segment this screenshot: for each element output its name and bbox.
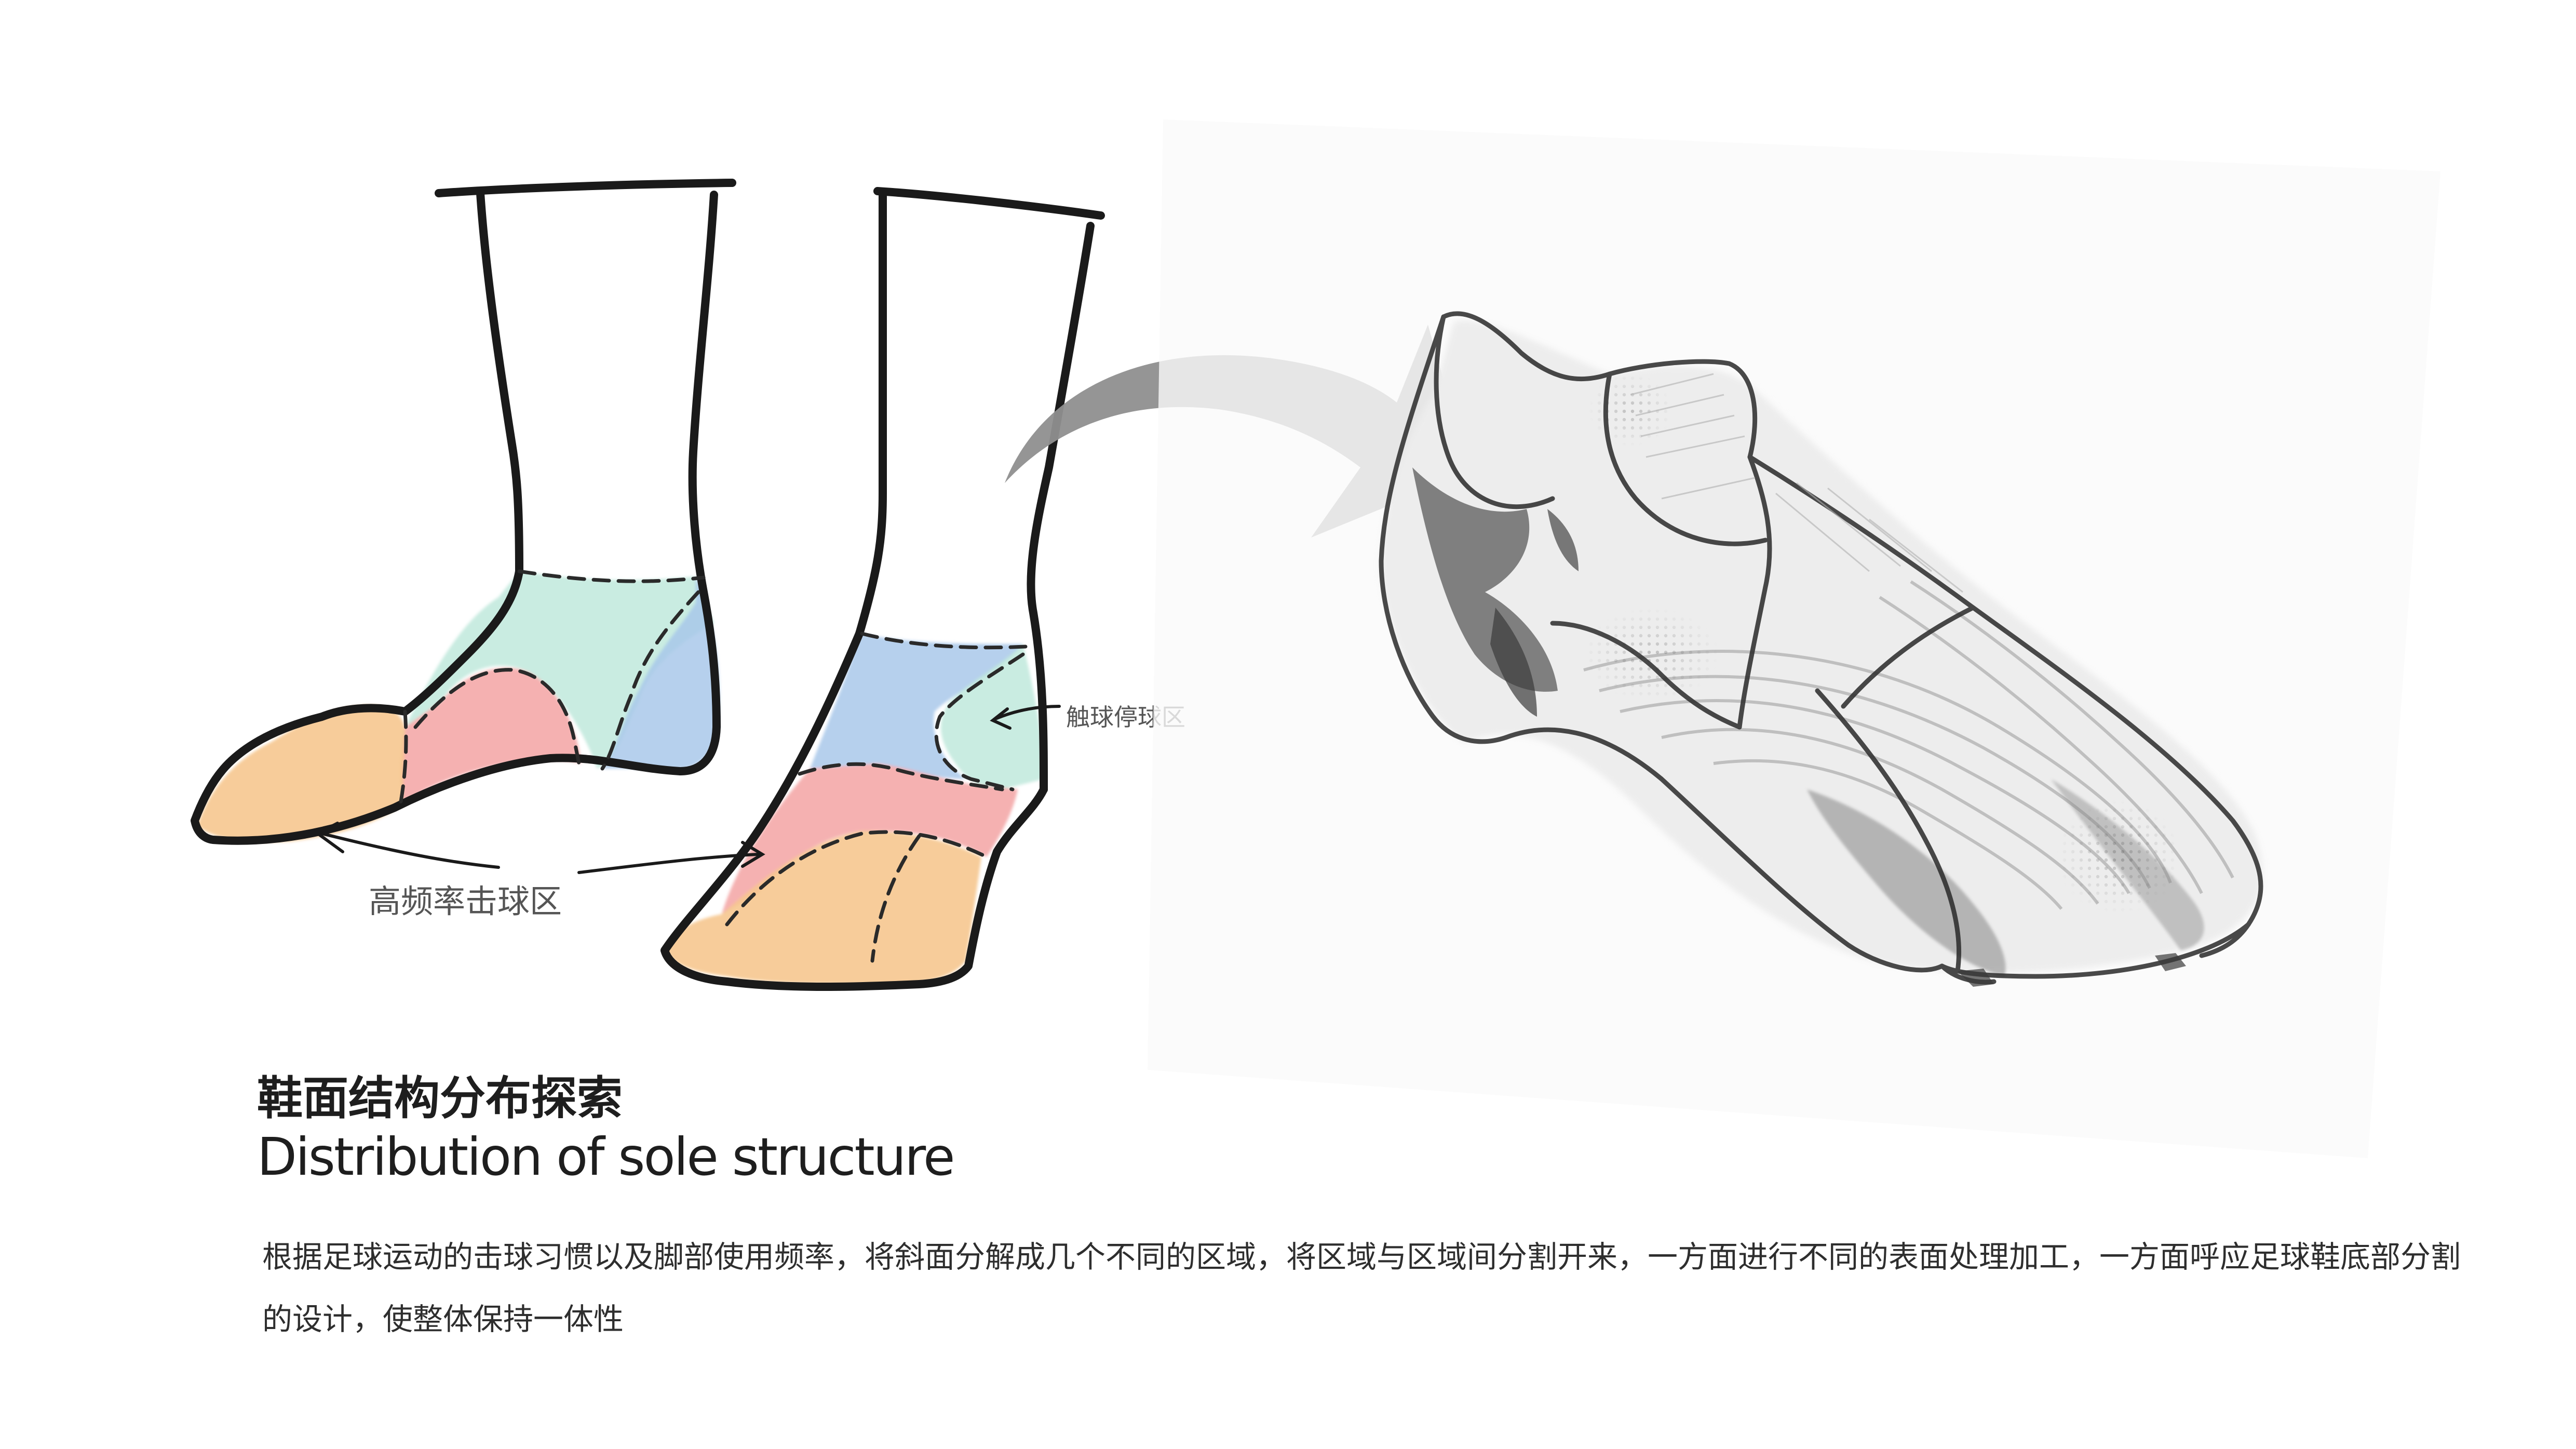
right-foot-outline — [660, 187, 1105, 991]
left-foot-sketch — [191, 179, 736, 869]
left-foot-outline — [191, 179, 736, 845]
left-zone-blue — [602, 576, 720, 769]
right-foot-dashed-lines — [725, 632, 1028, 963]
description-text: 根据足球运动的击球习惯以及脚部使用频率，将斜面分解成几个不同的区域，将区域与区域… — [262, 1239, 2461, 1337]
right-foot-color-zones — [667, 634, 1044, 984]
right-zone-orange — [667, 831, 981, 984]
left-label-arrow — [315, 822, 500, 869]
high-frequency-strike-zone-label: 高频率击球区 — [369, 882, 562, 920]
left-zone-orange — [197, 705, 405, 842]
left-foot-color-zones — [197, 571, 720, 842]
right-zone-red — [722, 763, 1018, 914]
right-control-arrow — [990, 705, 1061, 730]
title-chinese: 鞋面结构分布探索 — [257, 1071, 623, 1125]
left-foot-dashed-lines — [398, 569, 706, 810]
right-label-arrow — [577, 841, 765, 874]
right-zone-blue — [810, 634, 1023, 779]
title-english: Distribution of sole structure — [257, 1126, 955, 1187]
left-zone-teal — [405, 571, 714, 769]
right-foot-sketch — [577, 187, 1105, 991]
left-zone-red — [400, 668, 582, 802]
right-zone-teal — [940, 644, 1044, 789]
boot-sketch — [1148, 119, 2440, 1158]
